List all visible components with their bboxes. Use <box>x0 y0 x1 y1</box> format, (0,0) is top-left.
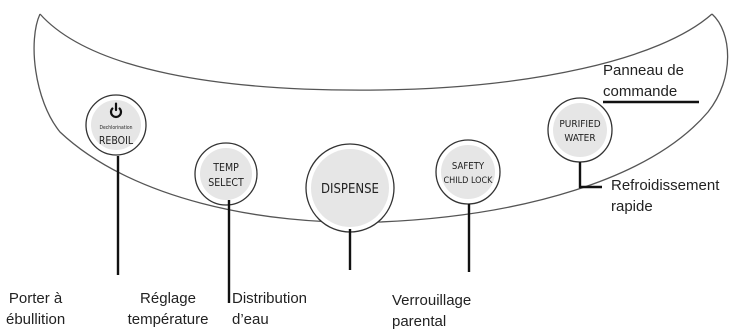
label-cooling-line1: Refroidissement <box>611 177 720 194</box>
label-panel-line2: commande <box>603 83 678 100</box>
dispense-label: DISPENSE <box>321 182 379 197</box>
safety-label-line1: SAFETY <box>452 161 485 172</box>
label-temp-line1: Réglage <box>140 290 196 307</box>
dispense-button[interactable]: DISPENSE <box>305 143 395 233</box>
label-panel-line1: Panneau de <box>603 62 684 79</box>
label-dispense: Distribution d’eau <box>232 288 307 330</box>
label-temp-line2: température <box>127 311 209 328</box>
label-boil-line1: Porter à <box>8 290 63 307</box>
label-cooling: Refroidissement rapide <box>611 175 719 217</box>
purified-label-line1: PURIFIED <box>559 119 600 130</box>
leader-line-cooling <box>578 162 602 189</box>
temp-select-button[interactable]: TEMP SELECT <box>194 142 258 206</box>
reboil-label: REBOIL <box>99 135 134 147</box>
label-boil: Porter à ébullition <box>6 288 65 330</box>
label-dispense-line1: Distribution <box>232 290 308 307</box>
panel-inner-edge <box>39 13 713 91</box>
panel-outline <box>33 13 729 224</box>
label-boil-line2: ébullition <box>6 311 66 328</box>
purified-water-button[interactable]: PURIFIED WATER <box>547 97 613 163</box>
label-dispense-line2: d’eau <box>232 311 269 328</box>
safety-child-lock-button[interactable]: SAFETY CHILD LOCK <box>435 139 501 205</box>
temp-select-label-line2: SELECT <box>208 177 244 189</box>
power-icon <box>109 102 123 118</box>
safety-label-line2: CHILD LOCK <box>444 176 494 186</box>
label-lock-line2: parental <box>392 313 447 330</box>
label-temp: Réglage température <box>112 288 224 330</box>
reboil-button[interactable]: Dechlorination REBOIL <box>85 94 147 156</box>
reboil-sublabel: Dechlorination <box>100 125 133 131</box>
label-lock-line1: Verrouillage <box>392 292 472 309</box>
temp-select-label-line1: TEMP <box>212 162 239 174</box>
label-cooling-line2: rapide <box>611 198 653 215</box>
label-lock: Verrouillage parental <box>392 290 471 332</box>
purified-label-line2: WATER <box>564 133 595 144</box>
label-panel: Panneau de commande <box>603 60 684 102</box>
